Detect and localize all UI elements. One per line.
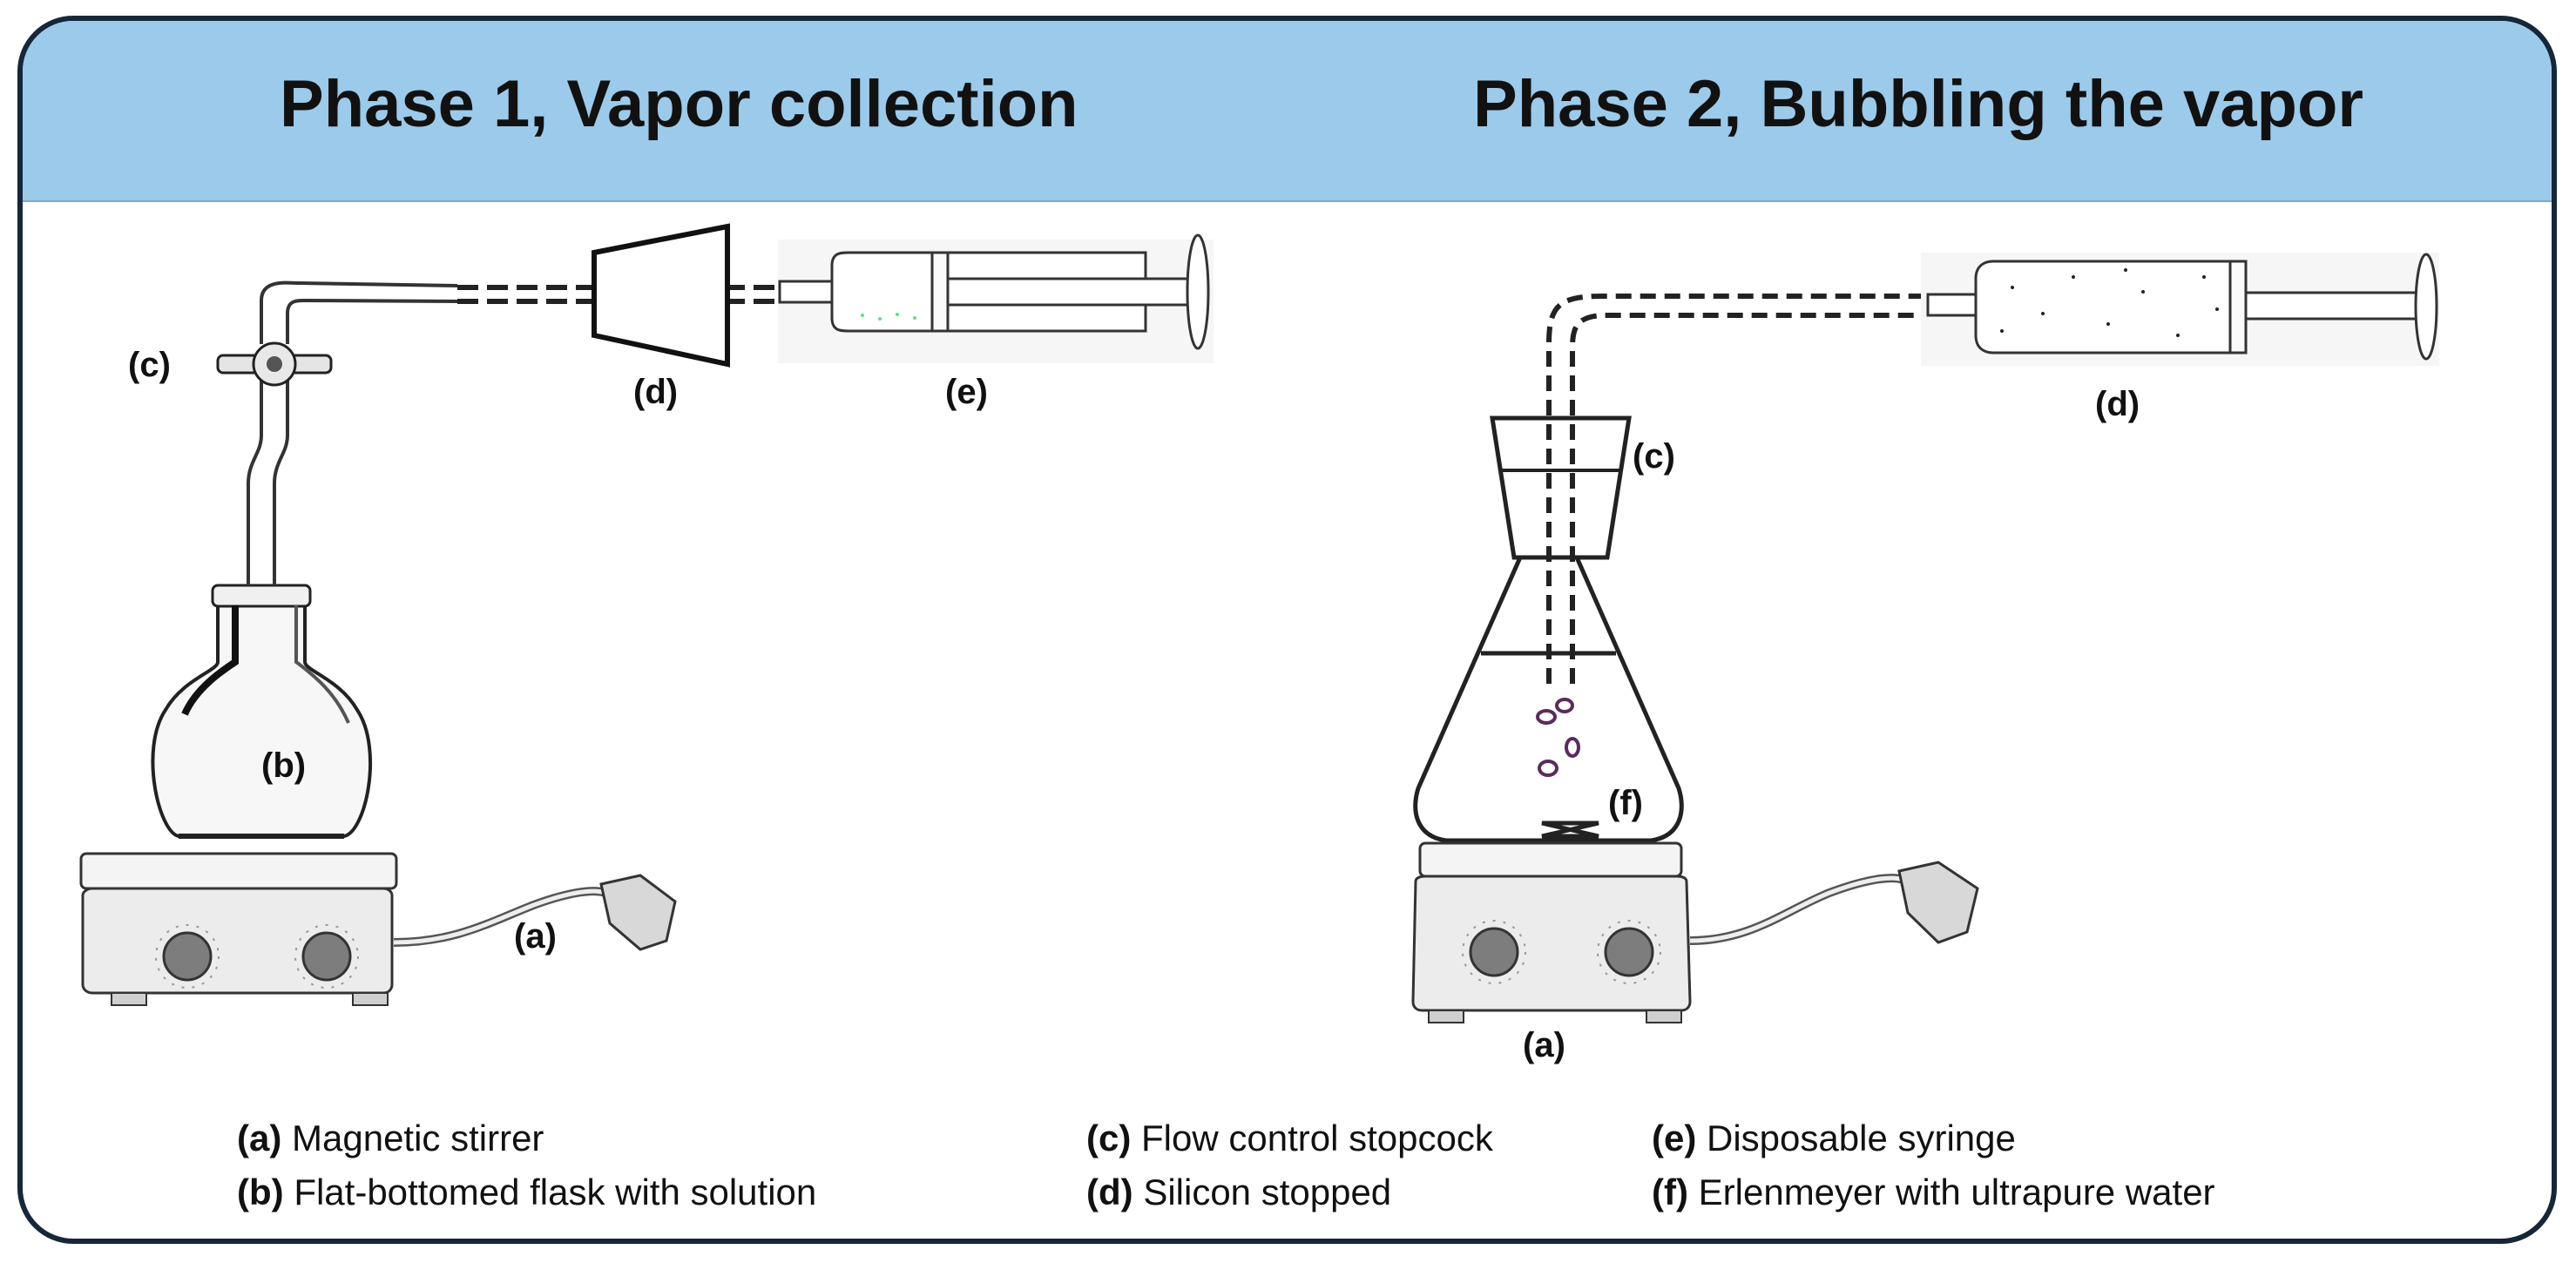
label-c-phase2: (c) bbox=[1633, 437, 1675, 476]
phase2-title: Phase 2, Bubbling the vapor bbox=[1473, 67, 2363, 141]
label-d-phase2: (d) bbox=[2095, 385, 2140, 423]
syringe-2 bbox=[1921, 253, 2439, 366]
dashed-tubing-2 bbox=[1546, 294, 1930, 684]
phase1-apparatus: (b) (c) (d) (e) (a) bbox=[79, 223, 1214, 1006]
label-a-phase2: (a) bbox=[1523, 1026, 1565, 1064]
label-e-phase1: (e) bbox=[945, 373, 988, 411]
flat-bottomed-flask bbox=[151, 584, 373, 839]
silicon-stopper-2 bbox=[1490, 415, 1632, 560]
diagram-panel: Phase 1, Vapor collection Phase 2, Bubbl… bbox=[17, 16, 2557, 1244]
syringe-1 bbox=[778, 233, 1214, 363]
silicon-stopper-1 bbox=[592, 223, 730, 368]
magnetic-stirrer-1 bbox=[79, 852, 677, 1006]
label-c-phase1: (c) bbox=[128, 346, 171, 384]
label-f-phase2: (f) bbox=[1608, 784, 1643, 822]
magnetic-stirrer-2 bbox=[1411, 841, 1979, 1023]
label-a-phase1: (a) bbox=[514, 917, 557, 956]
stopcock-assembly-1 bbox=[216, 280, 458, 585]
bubbles bbox=[1536, 698, 1580, 777]
header-band bbox=[23, 21, 2552, 202]
phase1-title: Phase 1, Vapor collection bbox=[280, 67, 1078, 141]
phase2-apparatus: (c) (f) (d) (a) bbox=[1411, 253, 2439, 1064]
label-d-phase1: (d) bbox=[633, 373, 678, 411]
label-b-phase1: (b) bbox=[261, 746, 306, 785]
